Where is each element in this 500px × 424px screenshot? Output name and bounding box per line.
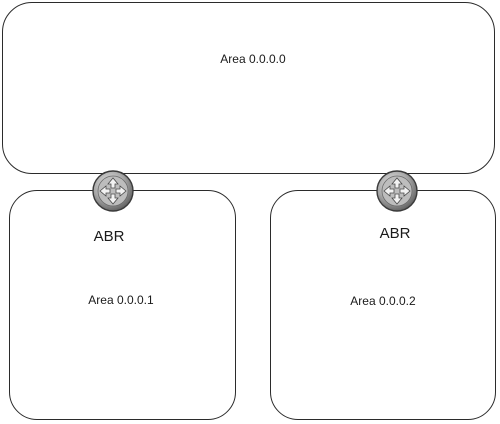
- abr-label: ABR: [93, 228, 125, 245]
- abr-label: ABR: [379, 225, 411, 242]
- backbone-area-label: Area 0.0.0.0: [220, 52, 286, 66]
- area-0-0-0-2-box: [270, 190, 496, 420]
- router-icon: [375, 169, 419, 213]
- area-0-0-0-2-label: Area 0.0.0.2: [350, 294, 416, 308]
- area-0-0-0-1-label: Area 0.0.0.1: [88, 293, 154, 307]
- router-icon: [91, 169, 135, 213]
- backbone-area-box: [2, 2, 495, 174]
- area-0-0-0-1-box: [9, 190, 236, 420]
